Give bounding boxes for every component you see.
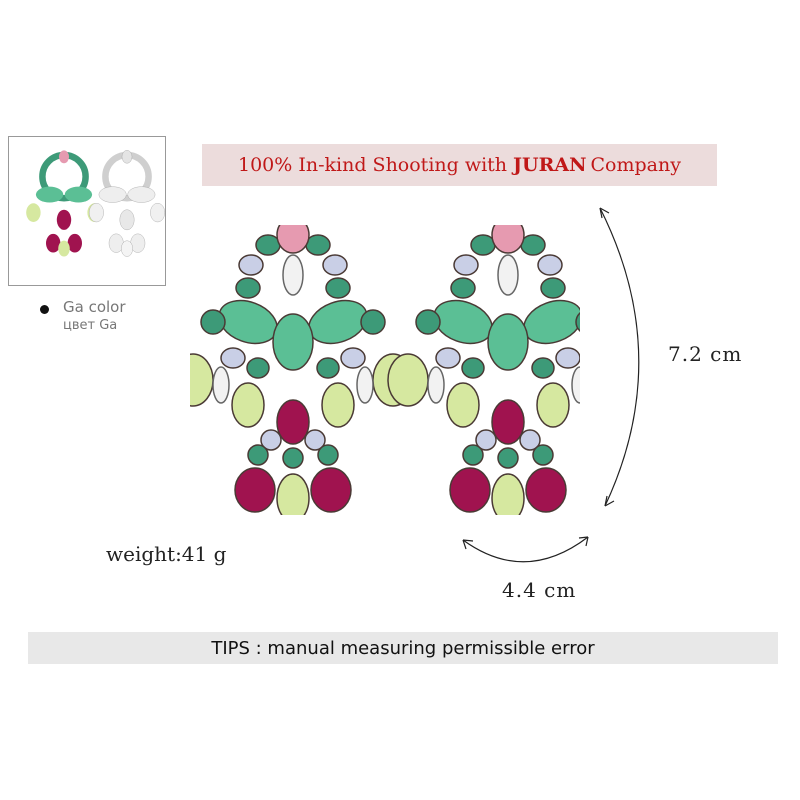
company-banner: 100% In-kind Shooting with JURAN Company xyxy=(202,144,717,186)
tips-bar: TIPS : manual measuring permissible erro… xyxy=(28,632,778,664)
variant-name: Ga color xyxy=(63,298,126,316)
variant-name-ru: цвет Ga xyxy=(63,318,118,333)
variant-bullet-icon xyxy=(40,305,49,314)
height-dimension: 7.2 cm xyxy=(668,342,743,366)
banner-suffix: Company xyxy=(590,154,681,176)
thumbnail-earrings-graphic xyxy=(26,150,165,257)
banner-prefix: 100% In-kind Shooting with xyxy=(238,154,508,176)
banner-brand: JURAN xyxy=(513,154,587,176)
thumbnail-image[interactable] xyxy=(8,136,166,286)
weight-label: weight:41 g xyxy=(106,542,227,566)
width-dimension: 4.4 cm xyxy=(502,578,577,602)
